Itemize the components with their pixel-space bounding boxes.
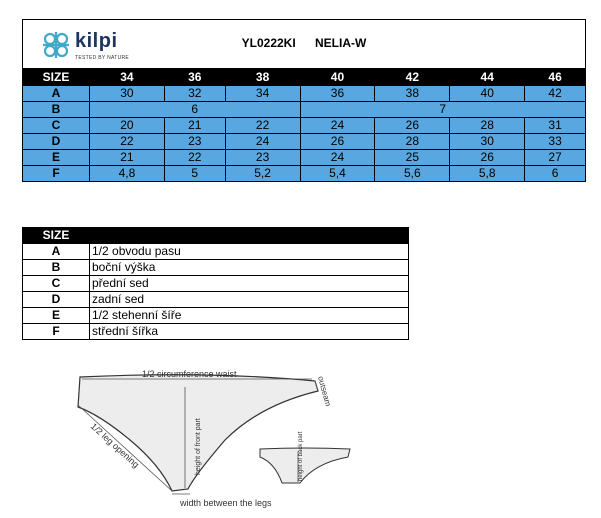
table-cell: 7 (299, 101, 587, 118)
table-row: A 30 32 34 36 38 40 42 (22, 85, 586, 102)
table-cell: 26 (299, 133, 376, 150)
size-col: 38 (224, 69, 301, 86)
table-cell: 42 (524, 85, 586, 102)
table-cell: 24 (299, 149, 376, 166)
knot-icon (43, 32, 69, 58)
size-col: 46 (524, 69, 586, 86)
table-cell: 22 (89, 133, 165, 150)
table-cell: 33 (524, 133, 586, 150)
legend-row: F střední šířka (22, 323, 409, 340)
table-cell: 21 (89, 149, 165, 166)
brand-name: kilpi (75, 30, 118, 52)
legend-row: B boční výška (22, 259, 409, 276)
table-cell: 38 (374, 85, 451, 102)
table-cell: 36 (299, 85, 376, 102)
legend-key: B (22, 259, 90, 276)
table-cell: 5 (163, 165, 226, 182)
table-cell: 32 (163, 85, 226, 102)
briefs-diagram: 1/2 circumference waist outseam 1/2 leg … (77, 369, 351, 508)
table-cell: 40 (449, 85, 526, 102)
product-title: YL0222KI NELIA-W (23, 36, 585, 50)
legend-table: SIZE A 1/2 obvodu pasu B boční výška C p… (22, 227, 409, 340)
table-cell: 23 (224, 149, 301, 166)
header-box: kilpi TESTED BY NATURE YL0222KI NELIA-W (22, 19, 586, 69)
width-label: width between the legs (179, 498, 272, 508)
legend-header-row: SIZE (22, 227, 409, 244)
brand-tagline: TESTED BY NATURE (75, 55, 130, 61)
table-row: C 20 21 22 24 26 28 31 (22, 117, 586, 134)
table-cell: 24 (299, 117, 376, 134)
legend-row: D zadní sed (22, 291, 409, 308)
brand-logo: kilpi TESTED BY NATURE (39, 28, 139, 64)
legend-row: A 1/2 obvodu pasu (22, 243, 409, 260)
table-cell: 4,8 (89, 165, 165, 182)
row-key: D (22, 133, 90, 150)
table-cell: 23 (163, 133, 226, 150)
front-garment (77, 374, 319, 492)
table-cell: 21 (163, 117, 226, 134)
size-col: 42 (374, 69, 451, 86)
size-header-label: SIZE (22, 69, 90, 86)
table-cell: 26 (449, 149, 526, 166)
row-key: E (22, 149, 90, 166)
legend-key: E (22, 307, 90, 324)
legend-header-blank (89, 227, 409, 244)
row-key: B (22, 101, 90, 118)
legend-key: A (22, 243, 90, 260)
table-row: D 22 23 24 26 28 30 33 (22, 133, 586, 150)
table-cell: 27 (524, 149, 586, 166)
table-cell: 6 (89, 101, 301, 118)
legend-desc: boční výška (89, 259, 409, 276)
legend-row: C přední sed (22, 275, 409, 292)
legend-key: D (22, 291, 90, 308)
row-key: F (22, 165, 90, 182)
back-height-label: height of back part (298, 431, 304, 481)
table-cell: 26 (374, 117, 451, 134)
outseam-arrow (314, 380, 319, 392)
table-row: F 4,8 5 5,2 5,4 5,6 5,8 6 (22, 165, 586, 182)
table-cell: 22 (163, 149, 226, 166)
legend-header-label: SIZE (22, 227, 90, 244)
waist-label: 1/2 circumference waist (142, 369, 237, 379)
legend-key: F (22, 323, 90, 340)
table-row: E 21 22 23 24 25 26 27 (22, 149, 586, 166)
row-key: A (22, 85, 90, 102)
table-cell: 25 (374, 149, 451, 166)
row-key: C (22, 117, 90, 134)
table-cell: 5,6 (374, 165, 451, 182)
size-col: 40 (299, 69, 376, 86)
size-col: 36 (163, 69, 226, 86)
legend-desc: zadní sed (89, 291, 409, 308)
legend-desc: střední šířka (89, 323, 409, 340)
legend-desc: 1/2 stehenní šíře (89, 307, 409, 324)
table-cell: 28 (374, 133, 451, 150)
legend-row: E 1/2 stehenní šíře (22, 307, 409, 324)
table-cell: 34 (224, 85, 301, 102)
table-cell: 22 (224, 117, 301, 134)
size-col: 34 (89, 69, 165, 86)
table-cell: 5,8 (449, 165, 526, 182)
table-cell: 30 (89, 85, 165, 102)
table-cell: 31 (524, 117, 586, 134)
table-cell: 5,2 (224, 165, 301, 182)
table-cell: 30 (449, 133, 526, 150)
table-cell: 28 (449, 117, 526, 134)
table-cell: 6 (524, 165, 586, 182)
size-header-row: SIZE 34 36 38 40 42 44 46 (22, 69, 586, 86)
size-col: 44 (449, 69, 526, 86)
leg-arrow (77, 404, 173, 492)
legend-key: C (22, 275, 90, 292)
legend-desc: přední sed (89, 275, 409, 292)
table-cell: 24 (224, 133, 301, 150)
product-model: NELIA-W (315, 36, 367, 50)
table-cell: 20 (89, 117, 165, 134)
front-height-label: height of front part (195, 418, 202, 475)
table-cell: 5,4 (299, 165, 376, 182)
product-code: YL0222KI (241, 36, 296, 50)
legend-desc: 1/2 obvodu pasu (89, 243, 409, 260)
back-garment (259, 447, 351, 484)
size-table: SIZE 34 36 38 40 42 44 46 A 30 32 34 36 … (22, 69, 587, 182)
table-row: B 6 7 (22, 101, 587, 118)
